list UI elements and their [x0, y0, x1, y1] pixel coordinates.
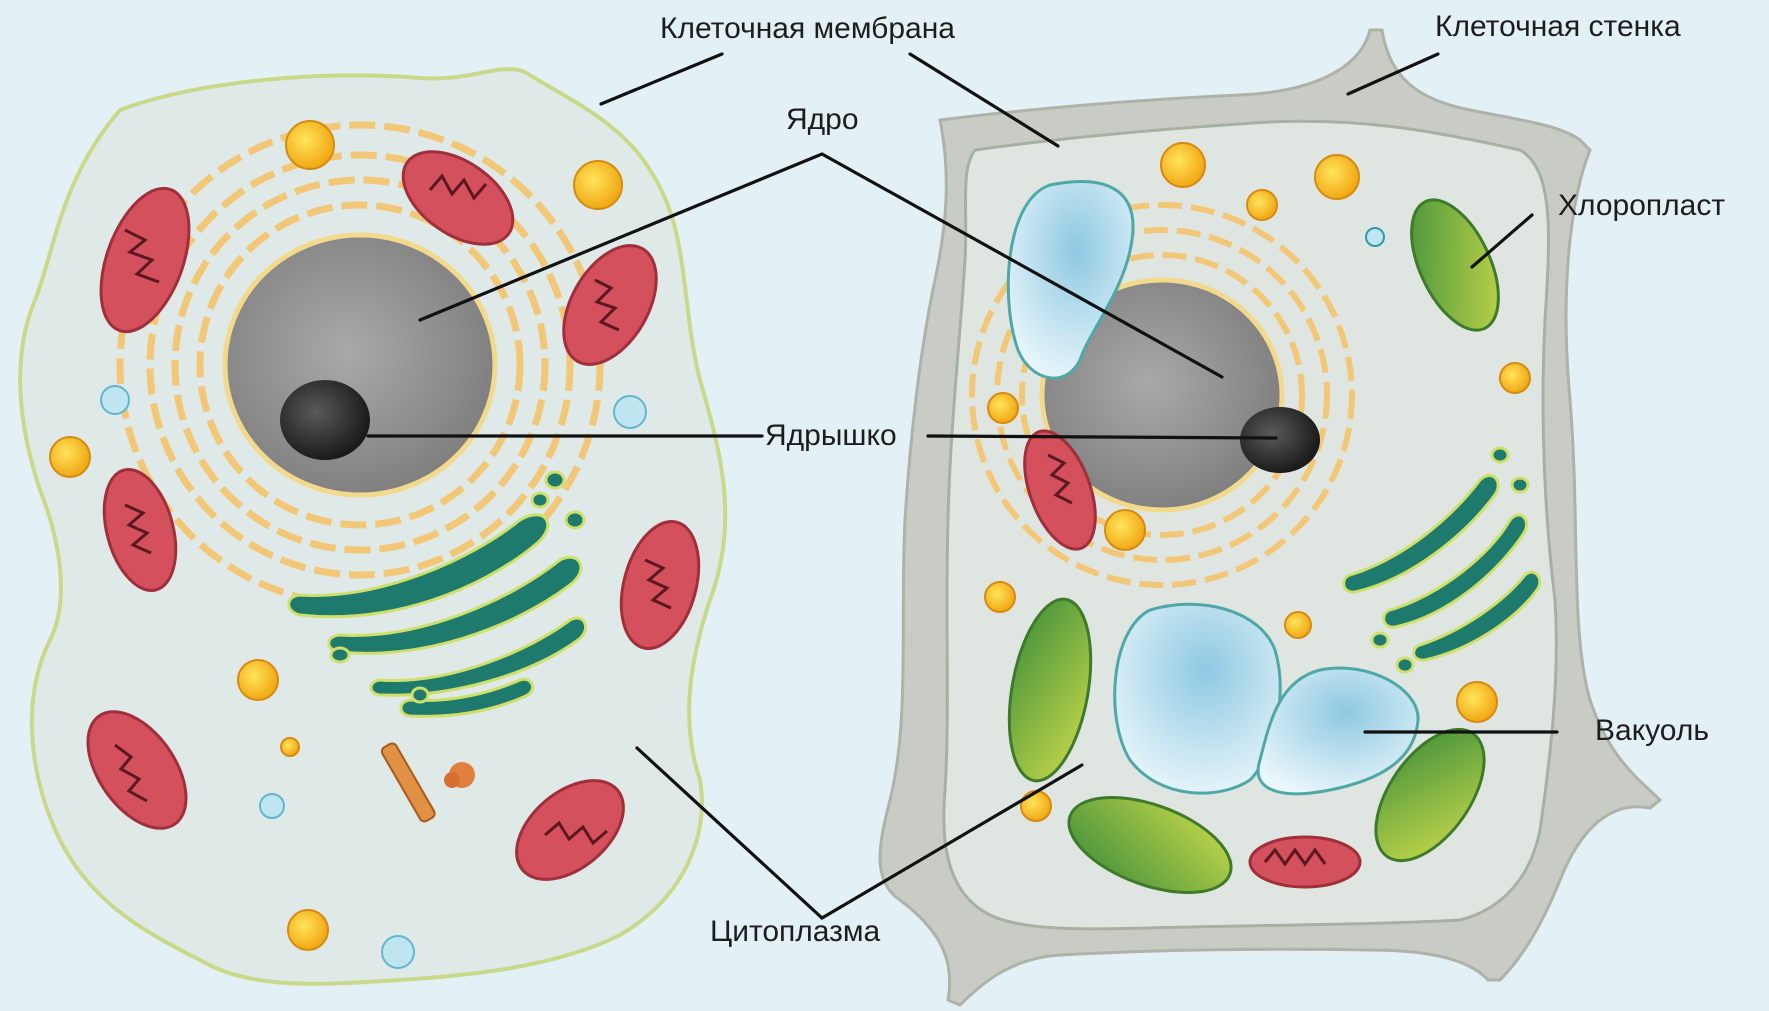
label-nucleus: Ядро [786, 105, 859, 135]
label-chloroplast: Хлоропласт [1558, 191, 1725, 221]
label-vacuole: Вакуоль [1595, 716, 1709, 746]
label-cytoplasm: Цитоплазма [710, 917, 880, 947]
label-cell-wall: Клеточная стенка [1435, 12, 1681, 42]
animal-nucleolus [280, 380, 370, 460]
plant-nucleolus [1240, 407, 1320, 473]
animal-cell [20, 69, 725, 984]
label-nucleolus: Ядрышко [765, 421, 897, 451]
animal-nucleus [225, 235, 495, 495]
plant-small-vesicle [1366, 228, 1384, 246]
leader-nucleolus-plant [928, 436, 1276, 438]
label-cell-membrane: Клеточная мембрана [660, 14, 955, 44]
leader-cell-membrane-animal [601, 54, 722, 104]
plant-cell [880, 30, 1660, 1005]
